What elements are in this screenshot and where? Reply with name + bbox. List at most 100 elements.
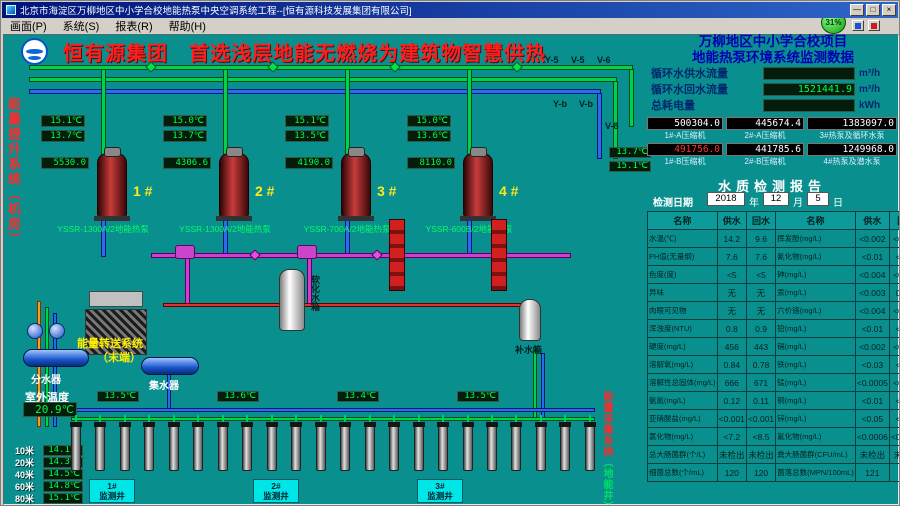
well-casing bbox=[241, 415, 254, 471]
depth-temp-display: 15.1℃ bbox=[43, 493, 83, 504]
heat-pump-cylinder[interactable] bbox=[94, 147, 130, 221]
pipe-segment bbox=[45, 307, 49, 427]
wq-param-name: 锌(mg/L) bbox=[775, 409, 856, 428]
unit-model-label: YSSR-1300A/2地能热泵 bbox=[57, 224, 149, 234]
monitor-well-3[interactable]: 3# 监测井 bbox=[417, 479, 463, 503]
heat-pump-cylinder[interactable] bbox=[216, 147, 252, 221]
pipe-segment bbox=[53, 313, 57, 427]
wq-param-name: 肉眼可见物 bbox=[647, 301, 718, 320]
wq-supply-value: <0.002 bbox=[854, 229, 890, 248]
depth-gauge: 60米 14.8℃ bbox=[15, 481, 83, 492]
unit-outlet-temp: 15.0℃ bbox=[163, 115, 207, 127]
meter-label: 1#-B压缩机 bbox=[664, 157, 706, 166]
flow-value-display bbox=[763, 98, 855, 112]
pipe-segment bbox=[151, 253, 571, 258]
vertical-pump-icon[interactable] bbox=[491, 219, 507, 291]
wq-supply-value: 无 bbox=[716, 283, 747, 302]
wq-return-value: <0.005 bbox=[888, 373, 899, 392]
test-date-month-field[interactable]: 12 bbox=[763, 192, 789, 206]
maximize-button[interactable]: □ bbox=[866, 4, 880, 16]
wq-header: 回水 bbox=[888, 211, 899, 230]
wellfield-temp-display: 13.6℃ bbox=[217, 391, 259, 402]
heat-pump-unit: 15.0℃ 13.7℃ 4306.6 2 # YSSR-1300A/2地能热泵 bbox=[163, 109, 287, 239]
unit-number: 3 # bbox=[377, 183, 397, 199]
outdoor-temp-label: 室外温度 bbox=[25, 392, 69, 404]
menu-item[interactable]: 系统(S) bbox=[62, 21, 100, 33]
wq-param-name: 细菌总数(个/mL) bbox=[647, 463, 718, 482]
water-collector-tank[interactable] bbox=[141, 357, 199, 375]
wq-return-value: <0.001 bbox=[745, 409, 777, 428]
unit-flow-display: 4190.0 bbox=[285, 157, 333, 169]
vertical-pump-icon[interactable] bbox=[389, 219, 405, 291]
well-casing bbox=[583, 415, 596, 471]
pump-icon[interactable] bbox=[27, 323, 43, 339]
unit-number: 4 # bbox=[499, 183, 519, 199]
menu-item[interactable]: 帮助(H) bbox=[168, 21, 206, 33]
project-title: 万柳地区中小学合校项目 地能热泵环境系统监测数据 bbox=[649, 34, 897, 66]
pipe-segment bbox=[71, 417, 595, 421]
minimize-button[interactable]: — bbox=[850, 4, 864, 16]
wq-return-value: 0.003 bbox=[888, 283, 899, 302]
wq-return-value: 121 bbox=[888, 463, 899, 482]
flow-value-display: 1521441.9 bbox=[763, 82, 855, 96]
water-divider-tank[interactable] bbox=[23, 349, 89, 367]
window-controls: — □ × bbox=[850, 4, 896, 16]
pipe-label: V-b bbox=[579, 99, 594, 109]
monitor-well-name: 监测井 bbox=[263, 491, 289, 501]
flow-label: 循环水供水流量 bbox=[651, 68, 728, 80]
wq-return-value: 无 bbox=[745, 283, 777, 302]
energy-meter: 1249968.0 4#热泵及潜水泵 bbox=[807, 143, 897, 167]
wq-return-value: 未检出 bbox=[745, 445, 777, 464]
makeup-water-tank-label: 补水箱 bbox=[515, 345, 543, 355]
wq-param-name: 氰化物(mg/L) bbox=[775, 247, 856, 266]
energy-meter: 500304.0 1#-A压缩机 bbox=[647, 117, 723, 141]
wq-supply-value: 14.2 bbox=[716, 229, 747, 248]
well-casing bbox=[510, 415, 523, 471]
pump-icon[interactable] bbox=[49, 323, 65, 339]
wq-supply-value: 456 bbox=[716, 337, 747, 356]
well-casing bbox=[363, 415, 376, 471]
wq-header: 名称 bbox=[775, 211, 856, 230]
makeup-water-tank[interactable] bbox=[519, 299, 541, 341]
water-divider-label: 分水器 bbox=[31, 375, 61, 386]
softened-water-tank[interactable] bbox=[279, 269, 305, 331]
circulation-pump-icon[interactable] bbox=[175, 245, 195, 259]
flow-unit: m³/h bbox=[859, 83, 881, 95]
well-casing bbox=[118, 415, 131, 471]
collect-system-label: 能量采集系统（地能井） bbox=[599, 391, 614, 505]
depth-temp-display: 14.1℃ bbox=[43, 445, 83, 456]
well-casing bbox=[314, 415, 327, 471]
monitor-well-1[interactable]: 1# 监测井 bbox=[89, 479, 135, 503]
meter-value-display: 441785.6 bbox=[726, 143, 804, 156]
monitor-well-2[interactable]: 2# 监测井 bbox=[253, 479, 299, 503]
monitor-well-name: 监测井 bbox=[99, 491, 125, 501]
menubar: 画面(P)系统(S)报表(R)帮助(H) 31% bbox=[2, 11, 898, 34]
wq-return-value: <0.004 bbox=[888, 301, 899, 320]
heat-pump-cylinder[interactable] bbox=[338, 147, 374, 221]
wq-supply-value: <5 bbox=[716, 265, 747, 284]
circulation-pump-icon[interactable] bbox=[297, 245, 317, 259]
depth-label: 60米 bbox=[15, 482, 35, 492]
heat-pump-cylinder[interactable] bbox=[460, 147, 496, 221]
test-date-year-field[interactable]: 2018 bbox=[707, 192, 745, 206]
test-date-day-field[interactable]: 5 bbox=[807, 192, 829, 206]
menu-item[interactable]: 画面(P) bbox=[10, 21, 47, 33]
heat-exchanger-plate bbox=[89, 291, 143, 307]
tray-icon-blue[interactable] bbox=[852, 20, 864, 31]
flow-row: 循环水供水流量 m³/h bbox=[651, 65, 897, 81]
well-casing bbox=[167, 415, 180, 471]
tray-icon-red[interactable] bbox=[868, 20, 880, 31]
wq-return-value: 120 bbox=[745, 463, 777, 482]
menu-item[interactable]: 报表(R) bbox=[115, 21, 153, 33]
flow-label: 总耗电量 bbox=[651, 100, 695, 112]
close-button[interactable]: × bbox=[882, 4, 896, 16]
unit-inlet-temp: 13.5℃ bbox=[285, 130, 329, 142]
lift-system-sub: （机房） bbox=[6, 187, 21, 247]
wq-row: 氨氮(mg/L) 0.12 0.11 铜(mg/L) <0.01 <0.01 bbox=[647, 391, 899, 410]
unit-inlet-temp: 13.7℃ bbox=[41, 130, 85, 142]
lift-system-text: 能量提升系统 bbox=[6, 97, 21, 187]
wq-param-name: 铜(mg/L) bbox=[775, 391, 856, 410]
wq-param-name: 氨氮(mg/L) bbox=[647, 391, 718, 410]
meter-label: 1#-A压缩机 bbox=[664, 131, 706, 140]
wq-row: 色度(度) <5 <5 砷(mg/L) <0.004 <0.004 bbox=[647, 265, 899, 284]
